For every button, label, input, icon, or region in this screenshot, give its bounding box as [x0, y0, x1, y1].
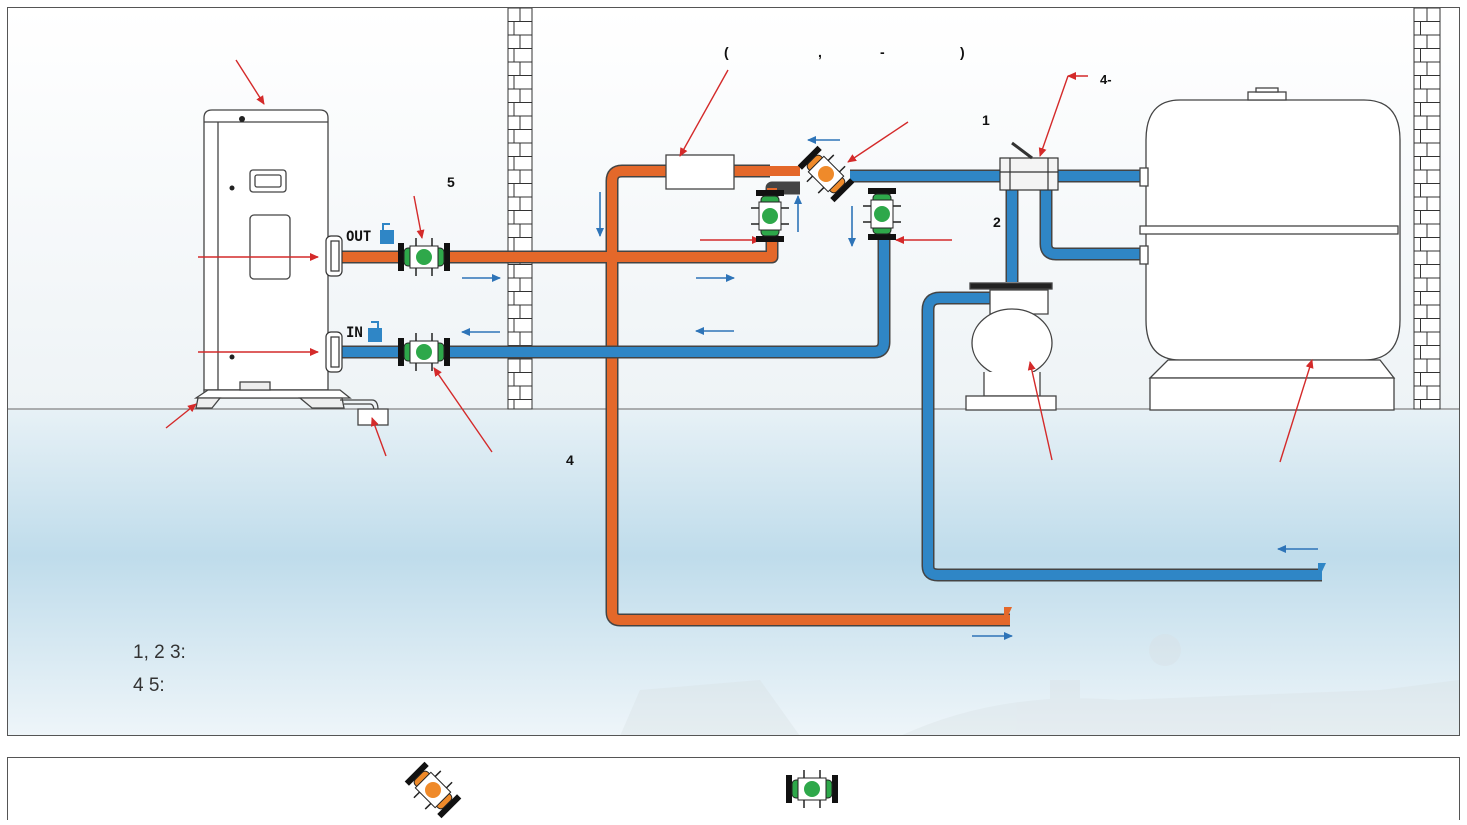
blue-flow-arrows [461, 136, 1318, 640]
spa-silhouette [620, 634, 1459, 736]
cold-pipe-end-cap [1318, 563, 1326, 580]
legend-valve-standard [786, 770, 838, 808]
condensate-drain [340, 399, 389, 426]
port-icon-out [380, 223, 394, 244]
legend-valves [404, 761, 838, 819]
pool-pump [965, 282, 1057, 411]
note-line-1: 1, 2 3: [133, 642, 186, 663]
heat-pump-unit [193, 109, 352, 409]
sand-filter-tank [1139, 87, 1401, 411]
legend-frame [7, 757, 1460, 820]
label-bypass-5: 5 [447, 174, 455, 190]
port-label-out: OUT [346, 229, 372, 245]
multiport-valve [999, 141, 1059, 191]
title-char-close-paren: ) [960, 44, 965, 60]
diagram-frame [7, 7, 1460, 736]
red-callout-arrows [165, 59, 1314, 463]
note-line-2: 4 5: [133, 675, 165, 696]
title-char-open-paren: ( [724, 44, 729, 60]
title-char-dash: - [880, 44, 885, 60]
port-label-in: IN [346, 325, 363, 341]
label-valve-1: 1 [982, 112, 990, 128]
label-drain-4: 4 [566, 452, 574, 468]
out-connector [325, 235, 343, 277]
valve-bypass-diagonal [797, 145, 855, 203]
label-pipe-2: 2 [993, 214, 1001, 230]
heat-pump-dots [229, 116, 245, 360]
valve-out-line [398, 238, 450, 276]
valve-in-line [398, 333, 450, 371]
valve-hot-vertical [751, 190, 789, 242]
flow-switch-box [665, 154, 735, 190]
port-icon-in [368, 321, 382, 342]
label-multiport: 4- [1100, 72, 1112, 87]
cold-pipe-fill [340, 171, 1322, 580]
hot-pipe-end-cap [1004, 607, 1012, 625]
valve-cold-vertical [863, 188, 901, 240]
title-char-comma: , [818, 44, 822, 60]
in-connector [325, 331, 343, 373]
valves [398, 145, 901, 371]
legend-valve-bypass [404, 761, 462, 819]
